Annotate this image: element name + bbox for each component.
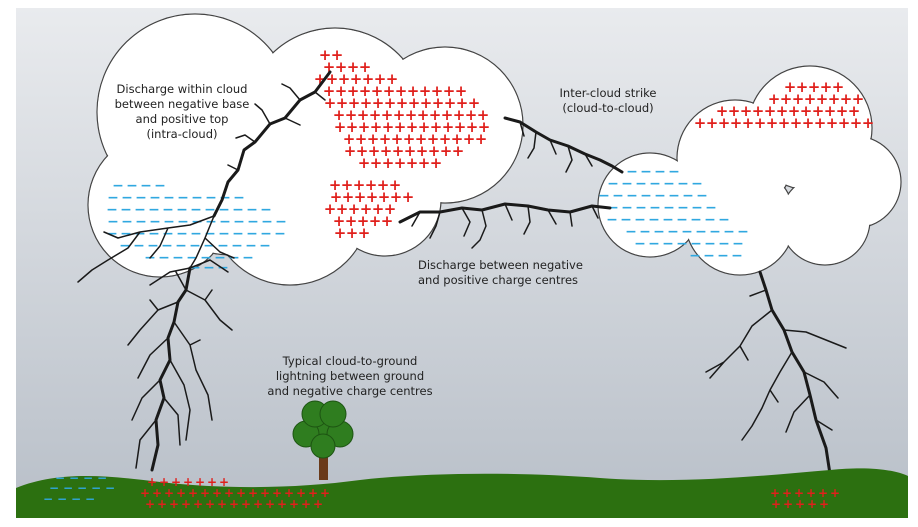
negative-charge: − xyxy=(158,250,170,266)
ground-negative-charge: − xyxy=(85,492,95,506)
ground-positive-charge: + xyxy=(795,497,805,511)
inter-cloud-label: Inter-cloud strike (cloud-to-cloud) xyxy=(528,86,688,116)
negative-charge: − xyxy=(274,226,286,242)
ground-positive-charge: + xyxy=(771,497,781,511)
positive-charge: + xyxy=(381,212,394,230)
negative-charge: − xyxy=(648,236,660,252)
negative-charge: − xyxy=(689,248,701,264)
positive-charge: + xyxy=(742,114,755,132)
positive-charge: + xyxy=(718,114,731,132)
ground-positive-charge: + xyxy=(807,497,817,511)
positive-charge: + xyxy=(402,188,415,206)
positive-charge: + xyxy=(463,130,476,148)
ground-positive-charge: + xyxy=(783,497,793,511)
positive-charge: + xyxy=(358,154,371,172)
negative-charge: − xyxy=(606,212,618,228)
ground-positive-charge: + xyxy=(217,497,227,511)
charge-discharge-label-line2: and positive charge centres xyxy=(418,273,658,288)
positive-charge: + xyxy=(370,154,383,172)
negative-charge: − xyxy=(133,238,145,254)
positive-charge: + xyxy=(694,114,707,132)
positive-charge: + xyxy=(730,114,743,132)
positive-charge: + xyxy=(369,212,382,230)
positive-charge: + xyxy=(394,154,407,172)
negative-charge: − xyxy=(259,238,271,254)
ground-positive-charge: + xyxy=(253,497,263,511)
negative-charge: − xyxy=(634,236,646,252)
negative-charge: − xyxy=(717,248,729,264)
ground-positive-charge: + xyxy=(301,497,311,511)
positive-charge: + xyxy=(430,154,443,172)
positive-charge: + xyxy=(382,154,395,172)
cloud-to-ground-label-line3: and negative charge centres xyxy=(240,384,460,399)
negative-charge: − xyxy=(676,236,688,252)
positive-charge: + xyxy=(862,114,875,132)
positive-charge: + xyxy=(706,114,719,132)
ground-negative-charge: − xyxy=(71,492,81,506)
ground-positive-charge: + xyxy=(205,497,215,511)
positive-charge: + xyxy=(790,114,803,132)
positive-charge: + xyxy=(850,114,863,132)
positive-charge: + xyxy=(334,224,347,242)
intra-cloud-label-line4: (intra-cloud) xyxy=(82,127,282,142)
ground-positive-charge: + xyxy=(289,497,299,511)
negative-charge: − xyxy=(703,248,715,264)
positive-charge: + xyxy=(766,114,779,132)
inter-cloud-label-line2: (cloud-to-cloud) xyxy=(528,101,688,116)
intra-cloud-label-line3: and positive top xyxy=(82,112,282,127)
ground-positive-charge: + xyxy=(181,497,191,511)
positive-charge: + xyxy=(475,130,488,148)
ground-positive-charge: + xyxy=(277,497,287,511)
charge-discharge-label-line1: Discharge between negative xyxy=(418,258,658,273)
ground-positive-charge: + xyxy=(830,486,840,500)
positive-charge: + xyxy=(838,114,851,132)
positive-charge: + xyxy=(346,224,359,242)
negative-charge: − xyxy=(242,250,254,266)
positive-charge: + xyxy=(802,114,815,132)
inter-cloud-label-line1: Inter-cloud strike xyxy=(528,86,688,101)
positive-charge: + xyxy=(826,114,839,132)
ground-negative-charge: − xyxy=(57,492,67,506)
cloud-to-ground-label-line1: Typical cloud-to-ground xyxy=(240,354,460,369)
ground-positive-charge: + xyxy=(313,497,323,511)
ground-negative-charge: − xyxy=(43,492,53,506)
ground-positive-charge: + xyxy=(265,497,275,511)
positive-charge: + xyxy=(418,154,431,172)
negative-charge: − xyxy=(662,236,674,252)
ground-positive-charge: + xyxy=(145,497,155,511)
cloud-to-ground-label-line2: lightning between ground xyxy=(240,369,460,384)
intra-cloud-label: Discharge within cloud between negative … xyxy=(82,82,282,142)
ground-positive-charge: + xyxy=(819,497,829,511)
negative-charge: − xyxy=(731,248,743,264)
ground-positive-charge: + xyxy=(157,497,167,511)
intra-cloud-label-line2: between negative base xyxy=(82,97,282,112)
ground-positive-charge: + xyxy=(241,497,251,511)
negative-charge: − xyxy=(172,250,184,266)
intra-cloud-label-line1: Discharge within cloud xyxy=(82,82,282,97)
ground-positive-charge: + xyxy=(193,497,203,511)
ground-negative-charge: − xyxy=(105,481,115,495)
cloud-to-ground-label: Typical cloud-to-ground lightning betwee… xyxy=(240,354,460,399)
positive-charge: + xyxy=(358,224,371,242)
positive-charge: + xyxy=(754,114,767,132)
ground-positive-charge: + xyxy=(229,497,239,511)
positive-charge: + xyxy=(814,114,827,132)
positive-charge: + xyxy=(452,142,465,160)
ground-positive-charge: + xyxy=(169,497,179,511)
positive-charge: + xyxy=(344,142,357,160)
charge-discharge-label: Discharge between negative and positive … xyxy=(418,258,658,288)
positive-charge: + xyxy=(406,154,419,172)
positive-charge: + xyxy=(778,114,791,132)
